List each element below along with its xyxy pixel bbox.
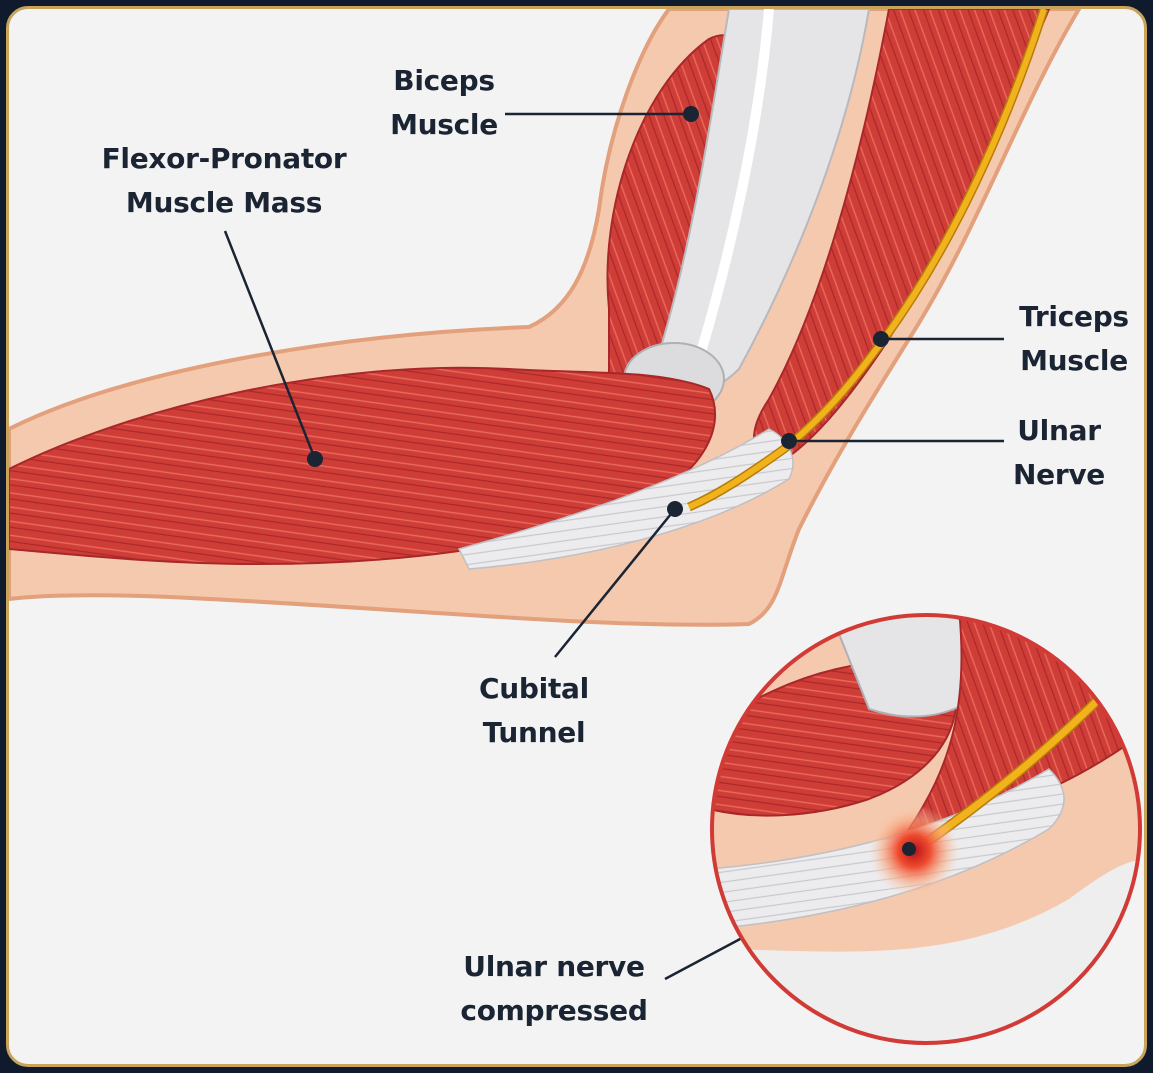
dot-biceps — [683, 106, 699, 122]
label-ulnar-nerve-compressed: Ulnar nerve compressed — [449, 945, 659, 1033]
dot-cubital — [667, 501, 683, 517]
dot-triceps — [873, 331, 889, 347]
label-ulnar-nerve: Ulnar Nerve — [1004, 409, 1114, 497]
diagram-frame: Biceps Muscle Flexor-Pronator Muscle Mas… — [6, 6, 1147, 1067]
dot-ulnar — [781, 433, 797, 449]
label-biceps-muscle: Biceps Muscle — [369, 59, 519, 147]
dot-flexor — [307, 451, 323, 467]
label-cubital-tunnel: Cubital Tunnel — [459, 667, 609, 755]
label-flexor-pronator-muscle-mass: Flexor-Pronator Muscle Mass — [79, 137, 369, 225]
inset-magnified-view — [709, 605, 1147, 1067]
label-triceps-muscle: Triceps Muscle — [1009, 295, 1139, 383]
